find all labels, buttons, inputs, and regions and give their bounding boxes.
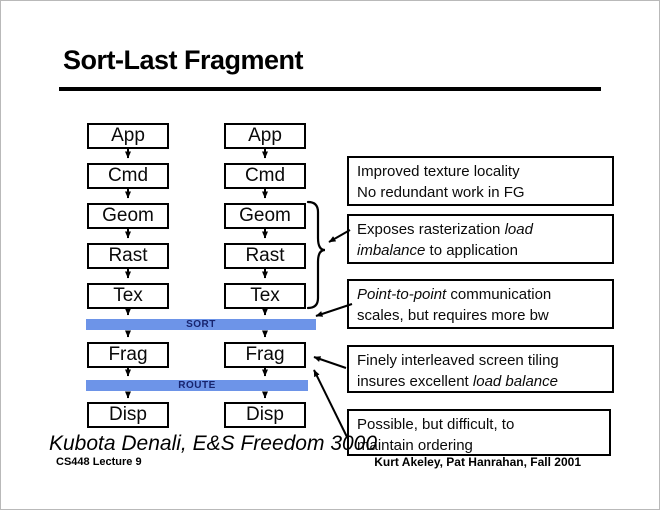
annotation-text-italic: load balance <box>472 373 558 390</box>
annotation-text-italic: load <box>504 221 533 238</box>
annotation-text: maintain ordering <box>357 437 473 454</box>
annotation-box-ordering: Possible, but difficult, to maintain ord… <box>347 409 611 456</box>
annotation-text: Possible, but difficult, to <box>357 416 515 433</box>
stage-box-tex-right: Tex <box>224 283 306 309</box>
stage-box-geom-left: Geom <box>87 203 169 229</box>
brace-geom-to-tex <box>306 200 326 310</box>
annotation-text: scales, but requires more bw <box>357 307 549 324</box>
annotation-text: No redundant work in FG <box>357 184 525 201</box>
stage-box-app-left: App <box>87 123 169 149</box>
annotation-text: to application <box>425 242 518 259</box>
annotation-box-point-to-point: Point-to-point communication scales, but… <box>347 279 614 329</box>
stage-box-rast-right: Rast <box>224 243 306 269</box>
stage-box-disp-right: Disp <box>224 402 306 428</box>
annotation-text-italic: Point-to-point <box>357 286 447 303</box>
stage-box-rast-left: Rast <box>87 243 169 269</box>
annotation-box-texture-locality: Improved texture locality No redundant w… <box>347 156 614 206</box>
stage-box-frag-left: Frag <box>87 342 169 368</box>
route-bar: ROUTE <box>86 380 308 391</box>
page-title: Sort-Last Fragment <box>63 45 304 75</box>
annotation-text: Improved texture locality <box>357 163 520 180</box>
route-bar-label: ROUTE <box>178 379 216 391</box>
stage-box-frag-right: Frag <box>224 342 306 368</box>
annotation-text: insures excellent <box>357 373 473 390</box>
footer-course: CS448 Lecture 9 <box>56 456 142 468</box>
annotation-text: Exposes rasterization <box>357 221 505 238</box>
stage-box-cmd-right: Cmd <box>224 163 306 189</box>
annotation-text: communication <box>446 286 552 303</box>
title-underline <box>59 87 601 91</box>
stage-box-geom-right: Geom <box>224 203 306 229</box>
annotation-box-load-balance: Finely interleaved screen tiling insures… <box>347 345 614 393</box>
footer-authors: Kurt Akeley, Pat Hanrahan, Fall 2001 <box>374 455 581 469</box>
annotation-text-italic: imbalance <box>357 242 426 259</box>
annotation-text: Finely interleaved screen tiling <box>357 352 559 369</box>
stage-box-tex-left: Tex <box>87 283 169 309</box>
stage-box-cmd-left: Cmd <box>87 163 169 189</box>
sort-bar: SORT <box>86 319 316 330</box>
stage-box-app-right: App <box>224 123 306 149</box>
hardware-caption: Kubota Denali, E&S Freedom 3000 <box>49 432 378 455</box>
sort-bar-label: SORT <box>186 318 216 330</box>
annotation-box-load-imbalance: Exposes rasterization load imbalance to … <box>347 214 614 264</box>
stage-box-disp-left: Disp <box>87 402 169 428</box>
